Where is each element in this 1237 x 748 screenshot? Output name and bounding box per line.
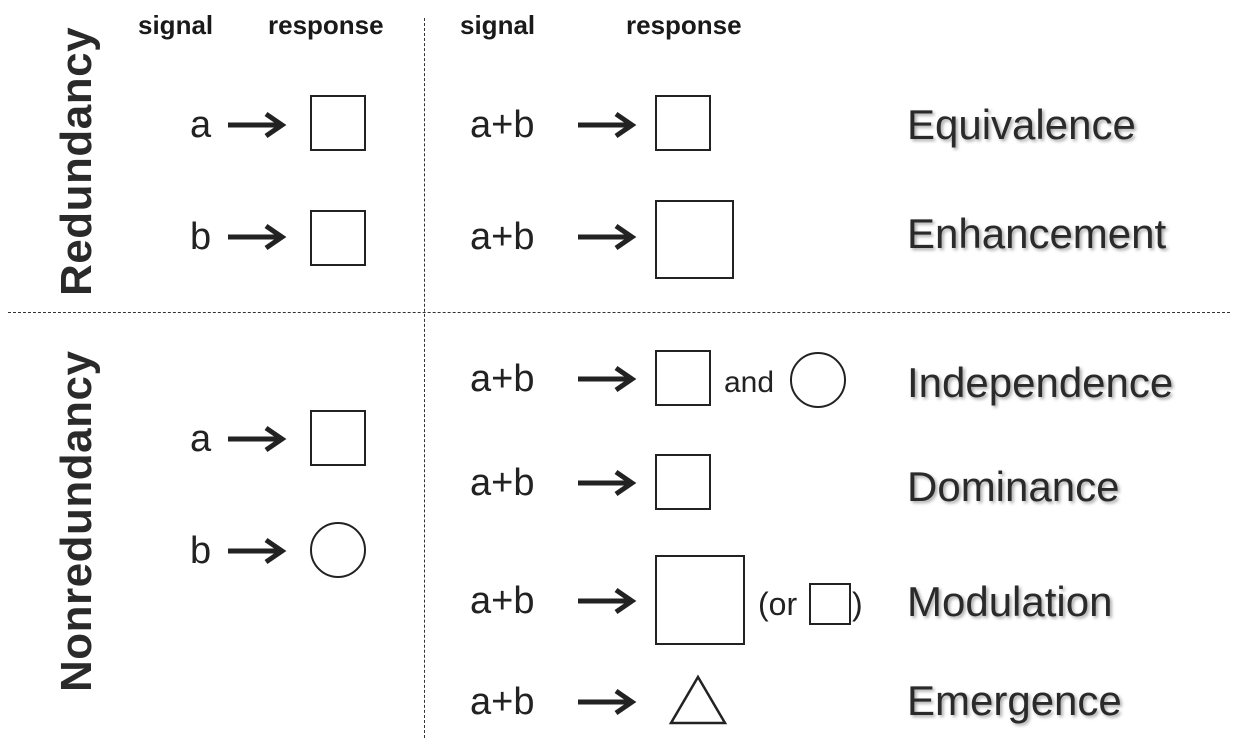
vertical-divider xyxy=(424,18,425,738)
signal-a-plus-b: a+b xyxy=(470,462,535,504)
signal-a-plus-b: a+b xyxy=(470,358,535,400)
or-open-label: (or xyxy=(758,586,798,622)
response-square xyxy=(655,350,711,406)
signal-a-plus-b: a+b xyxy=(470,104,535,146)
arrow-icon xyxy=(578,365,637,393)
category-independence: Independence xyxy=(907,359,1174,406)
header-signal-left: signal xyxy=(138,10,214,40)
response-large-square xyxy=(655,200,734,279)
header-response-right: response xyxy=(626,10,742,40)
category-modulation: Modulation xyxy=(907,578,1113,625)
response-circle xyxy=(790,352,846,408)
response-square xyxy=(655,454,711,510)
signal-b: b xyxy=(190,216,212,258)
arrow-icon xyxy=(578,469,637,497)
category-equivalence: Equivalence xyxy=(907,101,1136,148)
response-circle xyxy=(310,522,366,578)
arrow-icon xyxy=(578,587,637,615)
arrow-icon xyxy=(228,223,287,251)
response-square xyxy=(310,410,366,466)
arrow-icon xyxy=(228,537,287,565)
response-square xyxy=(310,210,366,266)
response-square xyxy=(655,95,711,151)
signal-a-plus-b: a+b xyxy=(470,681,535,723)
category-emergence: Emergence xyxy=(907,677,1122,724)
signal-a: a xyxy=(190,418,212,460)
row-label-nonredundancy: Nonredundancy xyxy=(52,350,101,692)
or-close-label: ) xyxy=(852,586,863,622)
arrow-icon xyxy=(578,688,637,716)
row-label-redundancy: Redundancy xyxy=(52,26,101,296)
horizontal-divider xyxy=(8,312,1230,313)
arrow-icon xyxy=(228,111,287,139)
category-dominance: Dominance xyxy=(907,463,1120,510)
response-large-square xyxy=(655,555,745,645)
response-small-square xyxy=(809,583,851,625)
connector-and: and xyxy=(724,366,775,399)
signal-a: a xyxy=(190,104,212,146)
response-square xyxy=(310,95,366,151)
signal-a-plus-b: a+b xyxy=(470,580,535,622)
arrow-icon xyxy=(228,425,287,453)
header-signal-right: signal xyxy=(460,10,536,40)
signal-b: b xyxy=(190,530,212,572)
header-response-left: response xyxy=(268,10,384,40)
response-triangle xyxy=(668,674,728,725)
arrow-icon xyxy=(578,111,637,139)
signal-a-plus-b: a+b xyxy=(470,216,535,258)
category-enhancement: Enhancement xyxy=(907,210,1167,257)
arrow-icon xyxy=(578,223,637,251)
